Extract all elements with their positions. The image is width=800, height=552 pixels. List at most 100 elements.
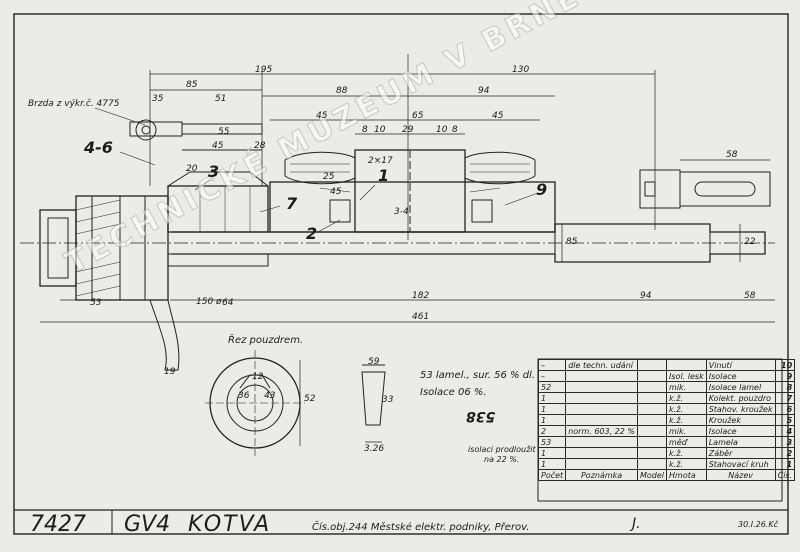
bom-cell-name: Vinutí [705, 359, 776, 371]
dimension-label: 52 [304, 394, 316, 404]
drawing-number: 7427 [30, 512, 86, 537]
bom-cell-name: Isolace [705, 425, 776, 437]
bom-cell-model [636, 403, 668, 415]
part-callout: 2 [306, 224, 318, 243]
bom-cell-material [666, 359, 707, 371]
dimension-label: 58 [726, 150, 738, 160]
dimension-label: 94 [478, 86, 490, 96]
bom-cell-no: 2 [774, 447, 796, 459]
dimension-label: 94 [640, 291, 652, 301]
bom-cell-note [565, 392, 638, 404]
bom-cell-count: 2 [537, 425, 567, 437]
dimension-label: 12 [252, 372, 264, 382]
dimension-label: 461 [412, 312, 430, 322]
drawing-title: KOTVA [188, 512, 272, 537]
bom-cell-count: 52 [537, 381, 567, 393]
machine-type: GV4 [124, 512, 171, 537]
dimension-label: 22 [744, 237, 756, 247]
bom-header-cell: Počet [537, 469, 567, 481]
bom-cell-name: Stahovací kruh [705, 458, 776, 470]
dimension-label: 2×17 [368, 156, 393, 166]
bom-cell-no: 1 [774, 458, 796, 470]
bom-cell-name: Kolekt. pouzdro [705, 392, 776, 404]
bom-header-row: Počet Poznámka Model Hmota Název Čís. [537, 469, 796, 481]
bom-cell-no: 3 [774, 436, 796, 448]
bom-cell-no: 8 [774, 381, 796, 393]
bom-cell-name: Isolace [705, 370, 776, 382]
dimension-label: 45 [492, 111, 504, 121]
bom-cell-model [636, 436, 668, 448]
bom-cell-material: Isol. lesk [666, 370, 707, 382]
signature: J. [632, 516, 641, 532]
bom-cell-model [636, 447, 668, 459]
part-callout: 7 [286, 194, 298, 213]
bom-cell-name: Záběr [705, 447, 776, 459]
bom-cell-note: norm. 603, 22 % [565, 425, 638, 437]
dimension-label: 28 [254, 141, 266, 151]
bom-cell-note: dle techn. udání [565, 359, 638, 371]
bom-cell-count: 1 [537, 414, 567, 426]
dimension-label: 19 [164, 367, 176, 377]
dimension-label: 58 [744, 291, 756, 301]
dimension-label: 36 [238, 391, 250, 401]
bom-header-cell: Čís. [774, 469, 796, 481]
part-callout: 4-6 [84, 138, 113, 157]
bom-cell-note [565, 381, 638, 393]
dimension-label: 45 [212, 141, 224, 151]
drawing-date: 30.I.26.Kč [738, 520, 778, 529]
bom-cell-no: 4 [774, 425, 796, 437]
part-callout: 3 [208, 162, 220, 181]
dimension-label: 85 [186, 80, 198, 90]
bom-cell-count: 1 [537, 403, 567, 415]
bom-cell-count: – [537, 359, 567, 371]
dimension-label: 55 [218, 127, 230, 137]
bom-cell-model [636, 370, 668, 382]
bom-cell-model [636, 359, 668, 371]
bom-cell-no: 7 [774, 392, 796, 404]
dimension-label: 29 [402, 125, 414, 135]
dimension-label: 10 [374, 125, 386, 135]
bom-cell-name: Stahov. kroužek [705, 403, 776, 415]
part-callout: 9 [536, 180, 548, 199]
bom-cell-model [636, 458, 668, 470]
brake-note: Brzda z výkr.č. 4775 [28, 99, 120, 109]
bom-cell-count: 1 [537, 392, 567, 404]
dimension-label: 65 [412, 111, 424, 121]
bom-cell-material: k.ž. [666, 447, 707, 459]
part-callout: 1 [378, 166, 390, 185]
bom-header-cell: Hmota [666, 469, 707, 481]
bom-cell-material: k.ž. [666, 458, 707, 470]
dimension-label: 35 [152, 94, 164, 104]
bom-cell-note [565, 458, 638, 470]
bom-cell-name: Lamela [705, 436, 776, 448]
bom-cell-note [565, 403, 638, 415]
dimension-label: 85 [566, 237, 578, 247]
dimension-label: 20 [186, 164, 198, 174]
bom-cell-count: 1 [537, 458, 567, 470]
bom-cell-no: 6 [774, 403, 796, 415]
bom-cell-model [636, 392, 668, 404]
bom-cell-model [636, 381, 668, 393]
bom-cell-no: 5 [774, 414, 796, 426]
lamella-note: 53 lamel., sur. 56 % dl. [420, 370, 536, 381]
bom-cell-note [565, 370, 638, 382]
bom-cell-note [565, 436, 638, 448]
dimension-label: 53 [90, 298, 102, 308]
bom-cell-material: k.ž. [666, 414, 707, 426]
dimension-label: 10 [436, 125, 448, 135]
dimension-label: 33 [382, 395, 394, 405]
bom-header-cell: Model [636, 469, 668, 481]
dimension-label: 8 [452, 125, 458, 135]
dimension-label: 3.26 [364, 444, 385, 454]
dimension-label: 130 [512, 65, 530, 75]
dimension-label: 43 [264, 391, 276, 401]
